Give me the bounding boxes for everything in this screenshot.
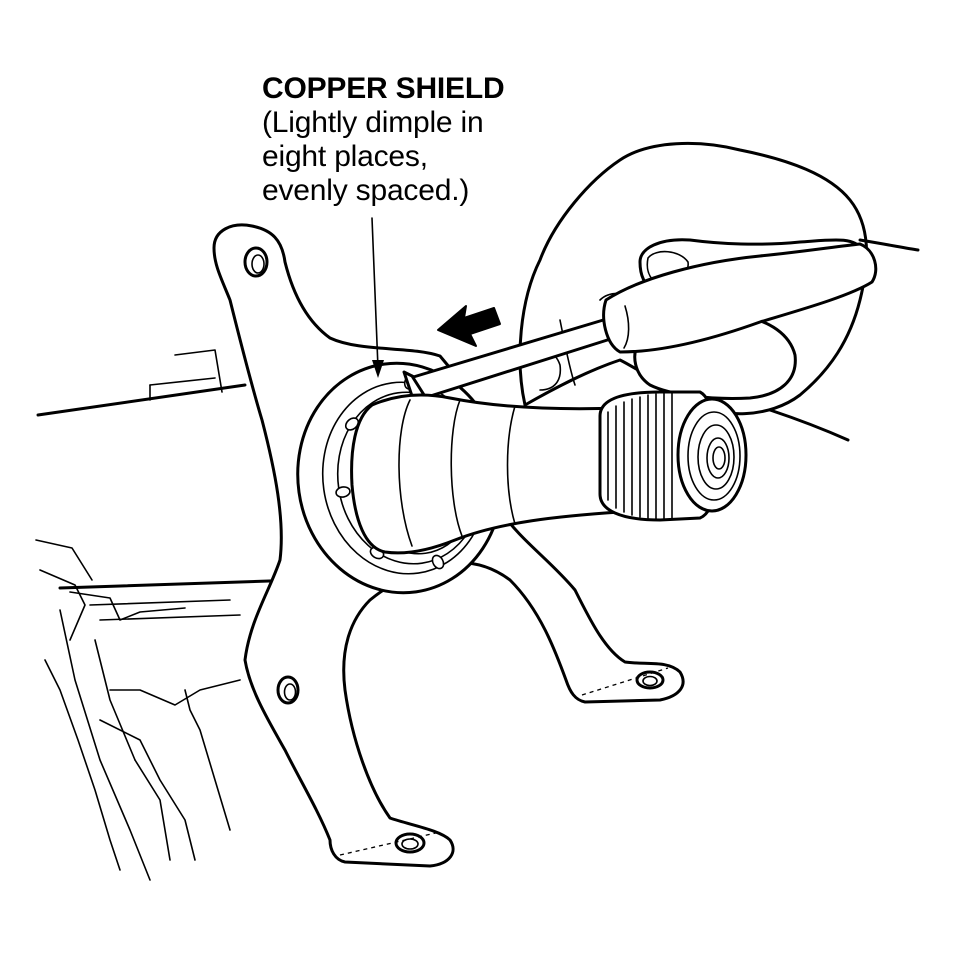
callout-line-1: (Lightly dimple in xyxy=(262,106,484,139)
dimple xyxy=(344,417,360,431)
callout-line-3: evenly spaced.) xyxy=(262,174,470,207)
callout-title: COPPER SHIELD xyxy=(262,72,505,105)
screwdriver xyxy=(402,242,878,404)
direction-arrow-icon xyxy=(437,305,501,347)
callout-line-2: eight places, xyxy=(262,140,428,173)
dimple xyxy=(335,486,351,498)
callout-leader xyxy=(371,217,384,378)
housing-background xyxy=(35,349,302,881)
axle-shaft xyxy=(350,390,748,555)
copper-shield-callout: COPPER SHIELD (Lightly dimple in eight p… xyxy=(262,72,505,208)
dimple xyxy=(431,554,445,570)
